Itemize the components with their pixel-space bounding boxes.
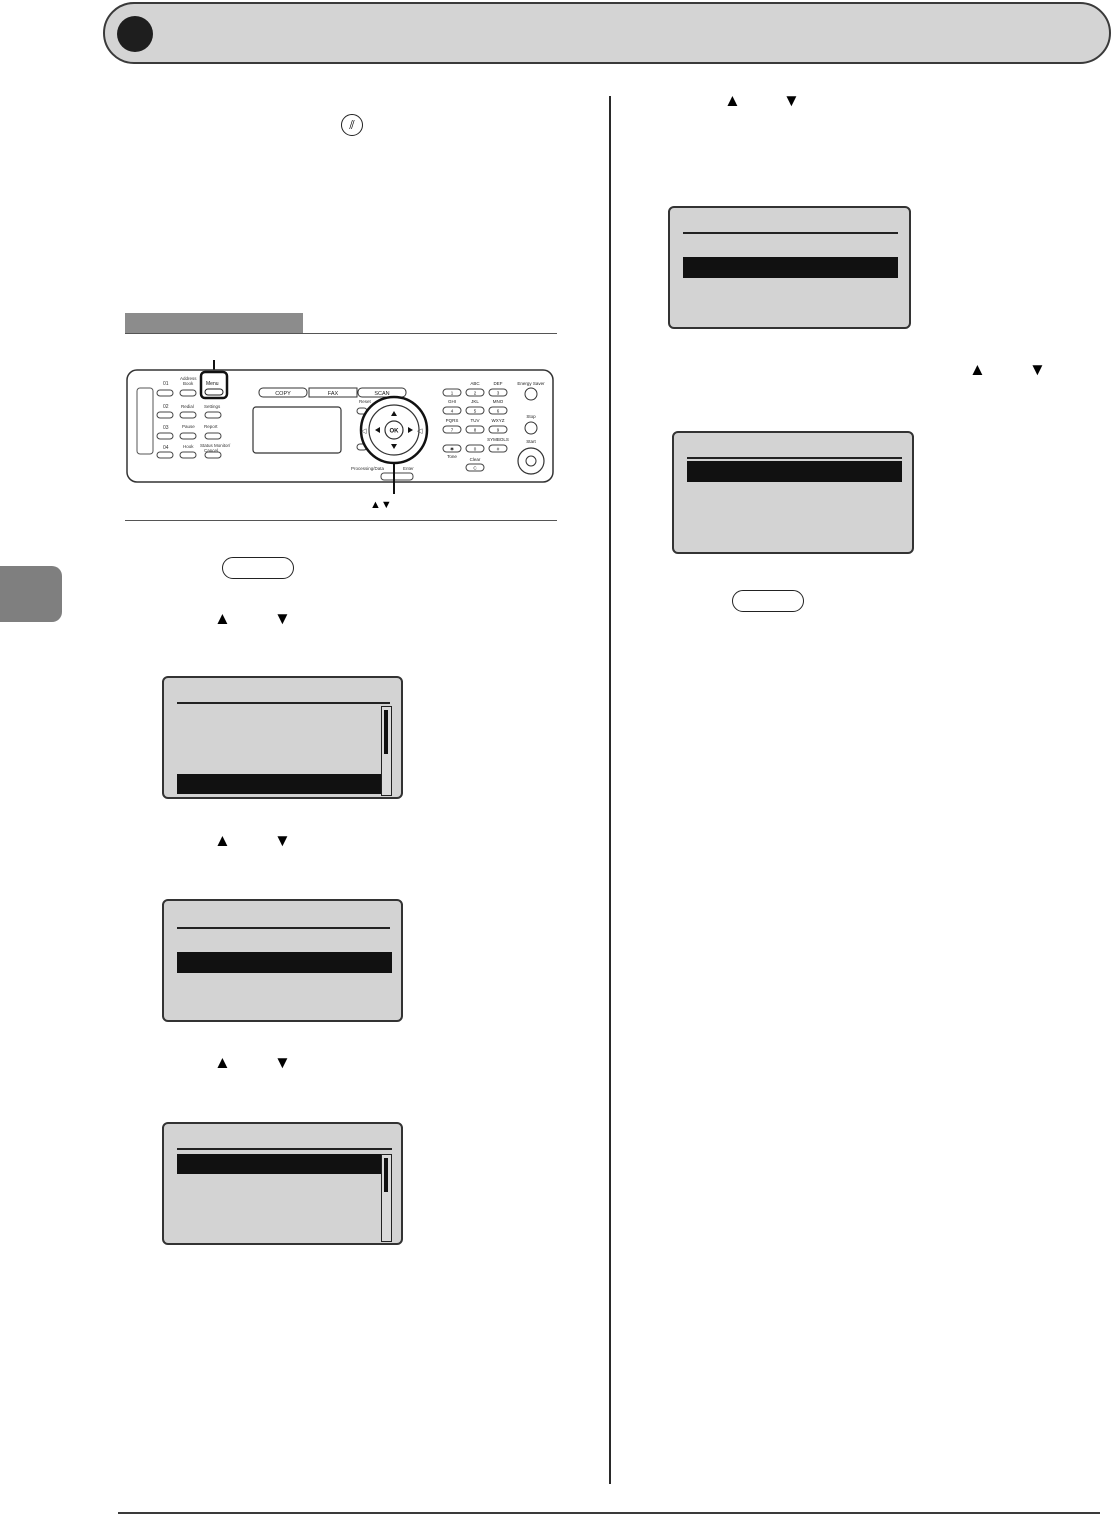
svg-text:JKL: JKL bbox=[471, 399, 479, 404]
lcd-scrollbar bbox=[381, 706, 392, 796]
address-label: Address bbox=[180, 376, 197, 381]
one-touch-03: 03 bbox=[163, 425, 169, 431]
svg-text:PQRS: PQRS bbox=[446, 418, 459, 423]
lcd-selected-row bbox=[683, 257, 898, 278]
svg-text:1: 1 bbox=[451, 391, 454, 396]
lcd-selected-row bbox=[687, 461, 902, 482]
status-monitor-label: Status Monitor/ bbox=[200, 443, 231, 448]
svg-text:Energy Saver: Energy Saver bbox=[517, 381, 545, 386]
book-label: Book bbox=[183, 381, 194, 386]
lcd-selected-row bbox=[177, 774, 381, 794]
lcd-screen-1 bbox=[162, 676, 403, 799]
down-arrow-icon: ▼ bbox=[274, 1053, 291, 1072]
section-bullet-icon bbox=[117, 16, 153, 52]
processing-label: Processing/Data bbox=[351, 466, 385, 471]
hook-label: Hook bbox=[183, 444, 194, 449]
down-arrow-icon: ▼ bbox=[274, 609, 291, 628]
panel-figure-top-rule bbox=[125, 333, 557, 334]
cancel-label: Cancel bbox=[204, 448, 218, 453]
settings-label: Settings bbox=[204, 404, 221, 409]
svg-text:✱: ✱ bbox=[450, 447, 454, 452]
lcd-screen-5 bbox=[672, 431, 914, 554]
svg-text:MNO: MNO bbox=[493, 399, 504, 404]
svg-text:8: 8 bbox=[474, 428, 477, 433]
down-arrow-icon: ▼ bbox=[783, 91, 800, 110]
up-arrow-icon: ▲ bbox=[214, 609, 231, 628]
down-arrow-icon: ▼ bbox=[1029, 360, 1046, 379]
pause-label: Pause bbox=[182, 424, 195, 429]
svg-text:TUV: TUV bbox=[471, 418, 480, 423]
menu-key-icon bbox=[222, 557, 294, 579]
control-panel-illustration: 01 02 03 04 Redial Pause Hook Settings R… bbox=[126, 360, 554, 494]
section-header-bar bbox=[103, 2, 1111, 64]
panel-figure-label bbox=[125, 313, 303, 333]
svg-text:C: C bbox=[473, 466, 477, 471]
lcd-selected-row bbox=[177, 1154, 381, 1174]
panel-figure-bottom-rule bbox=[125, 520, 557, 521]
svg-text:Start: Start bbox=[526, 439, 536, 444]
enter-label: Enter bbox=[403, 466, 414, 471]
svg-text:◁: ◁ bbox=[417, 427, 423, 435]
reset-icon: ⫽ bbox=[341, 114, 363, 136]
svg-text:Stop: Stop bbox=[526, 414, 536, 419]
svg-text:5: 5 bbox=[474, 409, 477, 414]
down-arrow-icon: ▼ bbox=[274, 831, 291, 850]
svg-text:Tone: Tone bbox=[447, 454, 457, 459]
svg-text:SYMBOLS: SYMBOLS bbox=[487, 437, 509, 442]
lcd-selected-row bbox=[177, 952, 392, 973]
redial-label: Redial bbox=[181, 404, 194, 409]
svg-text:Clear: Clear bbox=[470, 457, 481, 462]
svg-text:DEF: DEF bbox=[494, 381, 503, 386]
up-arrow-icon: ▲ bbox=[969, 360, 986, 379]
ok-key-label: OK bbox=[390, 429, 400, 435]
lcd-screen-2 bbox=[162, 899, 403, 1022]
tab-copy: COPY bbox=[275, 391, 291, 397]
svg-text:0: 0 bbox=[474, 447, 477, 452]
menu-label: Menu bbox=[206, 381, 219, 387]
column-divider bbox=[609, 96, 611, 1484]
one-touch-04: 04 bbox=[163, 445, 169, 451]
tab-scan: SCAN bbox=[374, 391, 389, 397]
svg-text:2: 2 bbox=[474, 391, 477, 396]
up-arrow-icon: ▲ bbox=[214, 831, 231, 850]
svg-text:#: # bbox=[497, 447, 500, 452]
ok-key-icon bbox=[732, 590, 804, 612]
svg-text:GHI: GHI bbox=[448, 399, 456, 404]
one-touch-01: 01 bbox=[163, 381, 169, 387]
svg-text:WXYZ: WXYZ bbox=[492, 418, 505, 423]
up-arrow-icon: ▲ bbox=[724, 91, 741, 110]
svg-text:9: 9 bbox=[497, 428, 500, 433]
one-touch-02: 02 bbox=[163, 404, 169, 410]
lcd-screen-3 bbox=[162, 1122, 403, 1245]
svg-text:ABC: ABC bbox=[470, 381, 480, 386]
svg-text:6: 6 bbox=[497, 409, 500, 414]
up-down-arrows-icon: ▲▼ bbox=[370, 499, 392, 511]
footer-rule bbox=[118, 1512, 1100, 1514]
svg-text:3: 3 bbox=[497, 391, 500, 396]
one-touch-keys: 01 02 03 04 bbox=[163, 381, 169, 451]
lcd-scrollbar bbox=[381, 1154, 392, 1242]
svg-text:◁: ◁ bbox=[361, 427, 367, 435]
reset-label: Reset bbox=[359, 399, 372, 404]
up-arrow-icon: ▲ bbox=[214, 1053, 231, 1072]
chapter-side-tab bbox=[0, 566, 62, 622]
report-label: Report bbox=[204, 424, 218, 429]
svg-text:4: 4 bbox=[451, 409, 454, 414]
tab-fax: FAX bbox=[328, 391, 339, 397]
lcd-screen-4 bbox=[668, 206, 911, 329]
svg-text:7: 7 bbox=[451, 428, 454, 433]
